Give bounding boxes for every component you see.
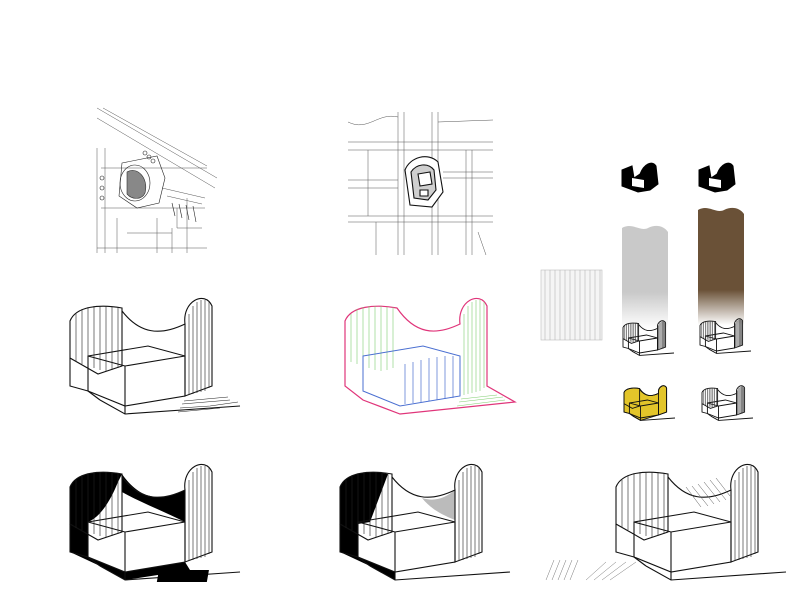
massing-black-shadow <box>69 463 241 582</box>
brown-material-swatch <box>698 207 744 325</box>
site-plan-detail <box>96 107 218 253</box>
roof-icon-right <box>698 162 736 193</box>
stripe-swatch <box>540 269 603 341</box>
gray-material-swatch <box>622 225 668 328</box>
material-study <box>540 162 754 421</box>
massing-hatched <box>545 463 787 581</box>
massing-line <box>69 297 241 415</box>
thumb-white <box>701 385 754 421</box>
massing-color-outline <box>344 297 517 415</box>
thumb-yellow <box>623 385 676 421</box>
site-plan-context <box>347 112 494 256</box>
roof-icon-left <box>621 162 659 193</box>
massing-partial-shadow <box>339 463 511 581</box>
